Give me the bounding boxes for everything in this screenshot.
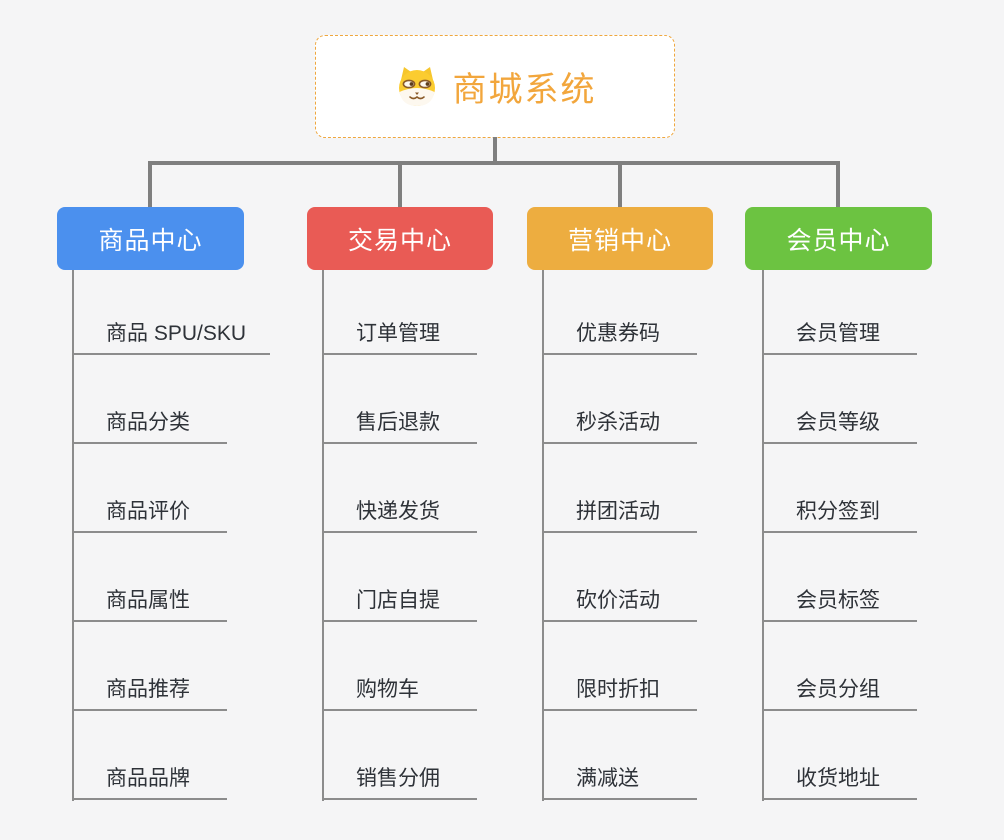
topic-item[interactable]: 会员分组: [762, 622, 917, 711]
topic-item[interactable]: 收货地址: [762, 711, 917, 800]
topic-item[interactable]: 商品 SPU/SKU: [72, 266, 271, 355]
topic-item[interactable]: 秒杀活动: [542, 355, 697, 444]
branch-children-trade: 订单管理 售后退款 快递发货 门店自提 购物车 销售分佣: [322, 266, 477, 801]
branch-trade-center[interactable]: 交易中心: [307, 207, 493, 270]
branch-horizontal-connector: [148, 161, 840, 165]
root-topic[interactable]: 商城系统: [315, 35, 675, 138]
topic-item[interactable]: 商品品牌: [72, 711, 227, 800]
topic-item[interactable]: 砍价活动: [542, 533, 697, 622]
branch-member-center[interactable]: 会员中心: [745, 207, 932, 270]
branch-product-center[interactable]: 商品中心: [57, 207, 244, 270]
topic-item[interactable]: 售后退款: [322, 355, 477, 444]
shiba-dog-icon: [394, 66, 440, 108]
root-topic-label: 商城系统: [452, 71, 597, 109]
branch-marketing-center[interactable]: 营销中心: [527, 207, 713, 270]
branch-drop-connector: [836, 163, 840, 208]
topic-item[interactable]: 会员管理: [762, 266, 917, 355]
topic-item[interactable]: 商品分类: [72, 355, 227, 444]
topic-item[interactable]: 商品评价: [72, 444, 227, 533]
branch-children-marketing: 优惠券码 秒杀活动 拼团活动 砍价活动 限时折扣 满减送: [542, 266, 697, 801]
branch-drop-connector: [398, 163, 402, 208]
topic-item[interactable]: 优惠券码: [542, 266, 697, 355]
topic-item[interactable]: 商品属性: [72, 533, 227, 622]
topic-item[interactable]: 拼团活动: [542, 444, 697, 533]
branch-drop-connector: [618, 163, 622, 208]
trunk-connector: [762, 270, 764, 801]
topic-item[interactable]: 门店自提: [322, 533, 477, 622]
topic-item[interactable]: 积分签到: [762, 444, 917, 533]
topic-item[interactable]: 满减送: [542, 711, 697, 800]
topic-item[interactable]: 快递发货: [322, 444, 477, 533]
topic-item[interactable]: 购物车: [322, 622, 477, 711]
topic-item[interactable]: 会员标签: [762, 533, 917, 622]
topic-item[interactable]: 限时折扣: [542, 622, 697, 711]
trunk-connector: [72, 270, 74, 801]
trunk-connector: [542, 270, 544, 801]
root-stem-connector: [493, 137, 497, 163]
branch-children-product: 商品 SPU/SKU 商品分类 商品评价 商品属性 商品推荐 商品品牌: [72, 266, 271, 801]
topic-item[interactable]: 订单管理: [322, 266, 477, 355]
branch-children-member: 会员管理 会员等级 积分签到 会员标签 会员分组 收货地址: [762, 266, 917, 801]
topic-item[interactable]: 商品推荐: [72, 622, 227, 711]
topic-item[interactable]: 销售分佣: [322, 711, 477, 800]
branch-drop-connector: [148, 163, 152, 208]
topic-item[interactable]: 会员等级: [762, 355, 917, 444]
trunk-connector: [322, 270, 324, 801]
